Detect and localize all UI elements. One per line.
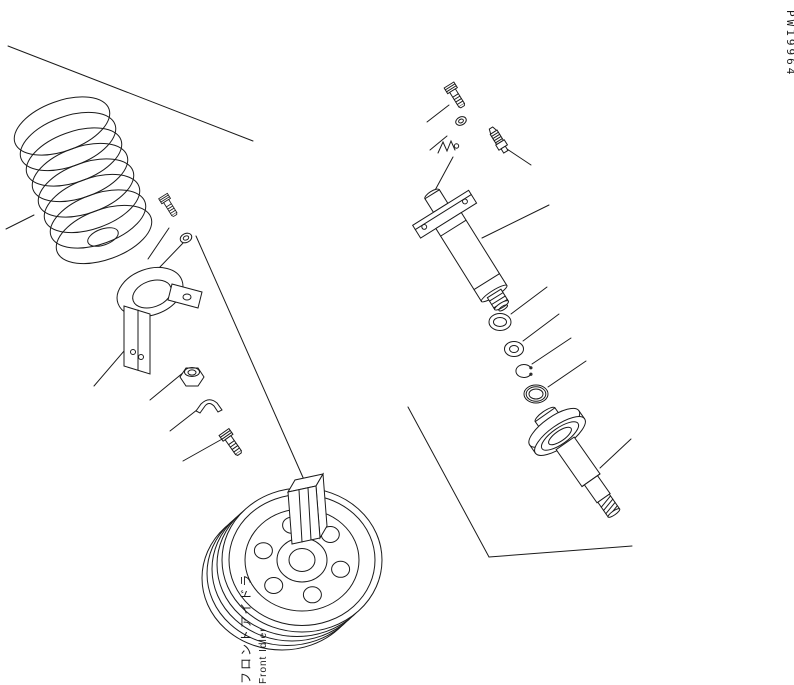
lock-washer (455, 116, 467, 126)
hex-bolt-small (158, 192, 180, 219)
oil-seal (523, 384, 549, 404)
snap-ring (515, 364, 533, 378)
clamp (195, 399, 223, 414)
mounting-bolt (218, 428, 245, 459)
idler-wheel (201, 487, 383, 651)
idler-bracket-block (286, 472, 328, 545)
recoil-spring (13, 96, 153, 265)
recoil-cylinder (411, 188, 510, 312)
part-name-english: Front Idler (258, 627, 269, 684)
grease-fitting (488, 126, 509, 154)
part-name-japanese: フロントアイドラ (239, 573, 253, 684)
seal-ring (488, 313, 512, 331)
washer-small (179, 232, 193, 244)
idler-shaft (528, 406, 621, 518)
spring-seat-bracket (116, 266, 203, 375)
group-boundary-lines (7, 45, 633, 558)
hex-nut (179, 367, 205, 387)
cotter-clip (437, 139, 460, 154)
o-ring (504, 341, 524, 357)
drawing-number: PW19964 (784, 10, 794, 77)
leader-lines (5, 104, 632, 492)
